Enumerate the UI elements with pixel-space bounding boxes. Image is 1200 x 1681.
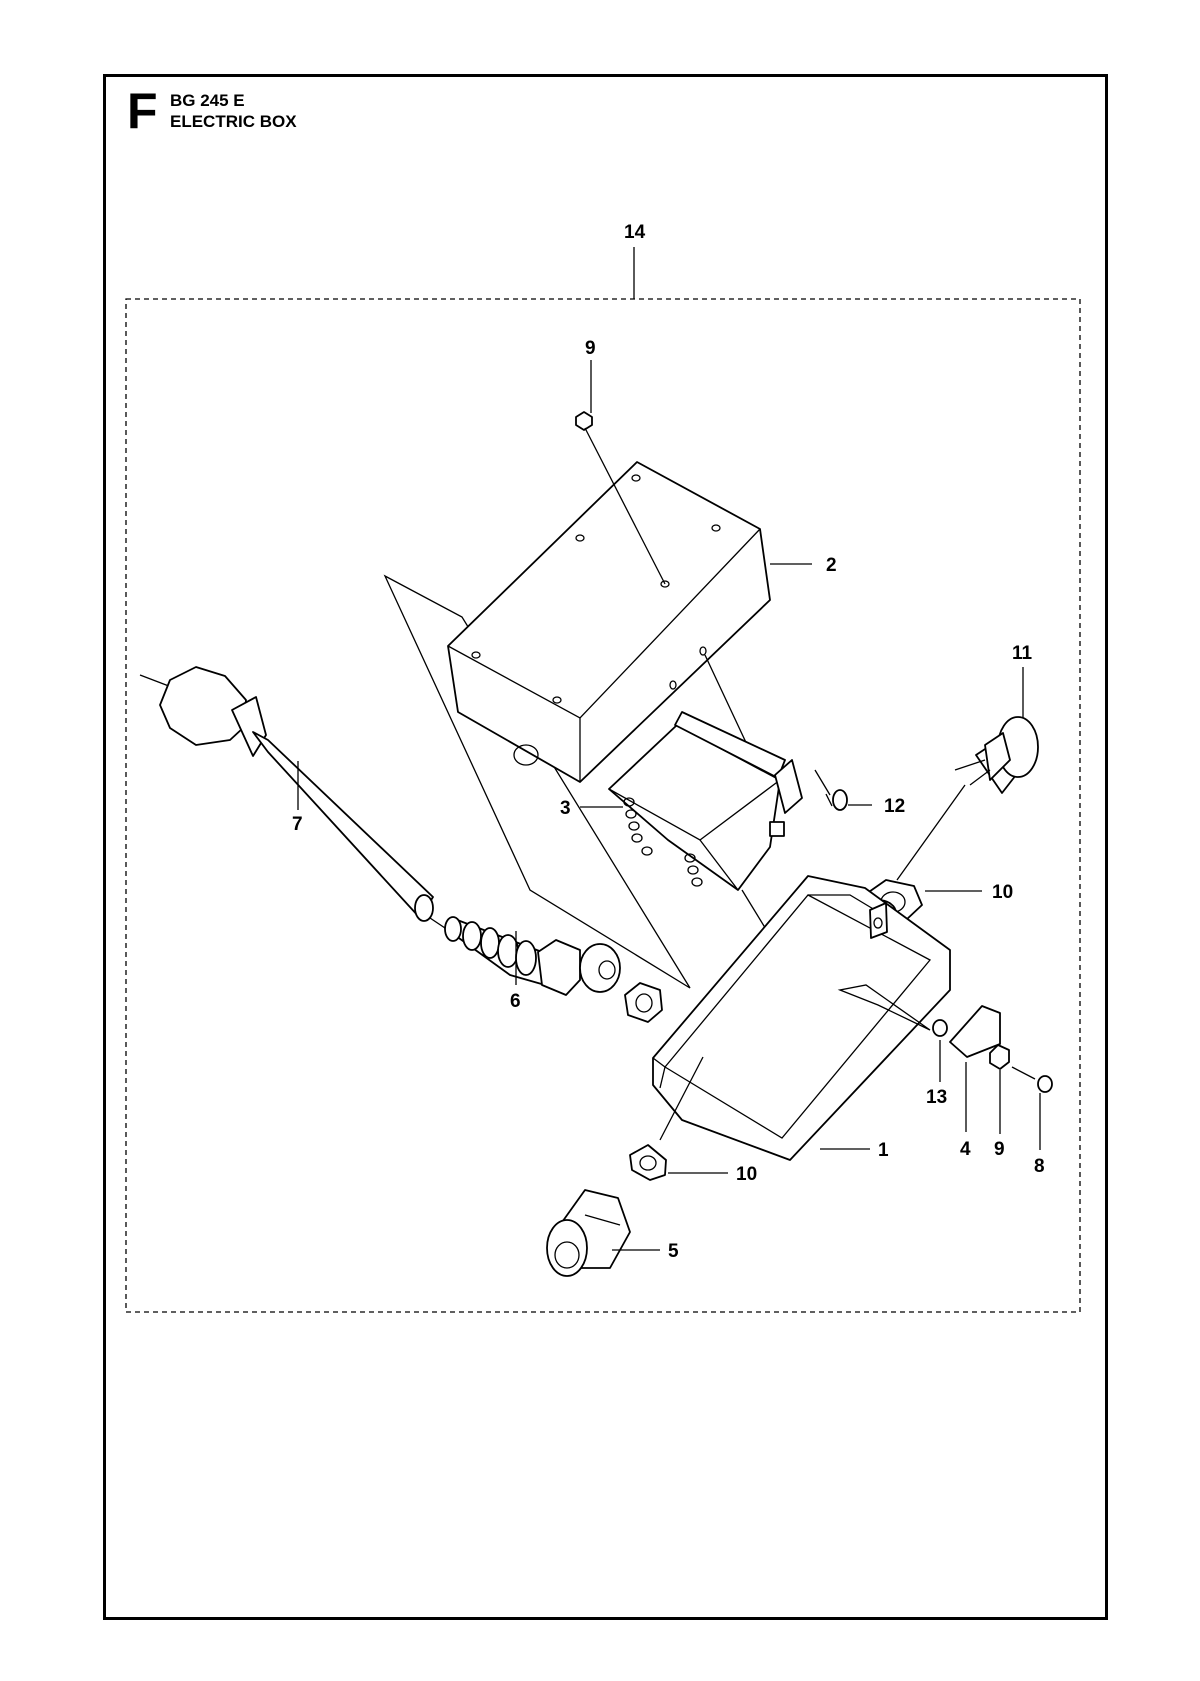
part-7-power-plug [139,666,434,922]
callout-14: 14 [624,222,646,243]
axis-9-top [584,427,666,585]
part-11-socket [954,716,1039,794]
kit-boundary [125,298,1081,1313]
reference-plane [383,574,691,989]
callout-2: 2 [826,555,837,576]
axis-box-center [659,1056,704,1141]
model-name: BG 245 E [170,91,245,110]
title-block: BG 245 E ELECTRIC BOX [170,90,297,132]
callout-10-top: 10 [992,882,1013,903]
part-10-gasket-bottom [629,1144,667,1181]
part-9-nut-top [575,411,593,431]
callout-7: 7 [292,814,303,835]
callout-13: 13 [926,1087,947,1108]
axis-11-socket [896,784,966,881]
callout-4: 4 [960,1139,971,1160]
part-3-transformer [608,711,803,891]
callout-9-side: 9 [994,1139,1005,1160]
callout-1: 1 [878,1140,889,1161]
part-2-cover [447,461,771,783]
part-12-screw [814,769,848,811]
part-5-cable-gland [546,1189,631,1277]
assembly-title: ELECTRIC BOX [170,112,297,131]
callout-3: 3 [560,798,571,819]
callout-11: 11 [1012,643,1033,664]
callout-6: 6 [510,991,521,1012]
callout-12: 12 [884,796,905,817]
callout-10-bottom: 10 [736,1164,757,1185]
callout-5: 5 [668,1241,679,1262]
part-9-nut-side [989,1044,1010,1070]
part-4-bracket [949,1005,1001,1058]
callout-9-top: 9 [585,338,596,359]
part-8-screw [1011,1066,1053,1093]
part-1-box [652,875,951,1161]
callout-8: 8 [1034,1156,1045,1177]
part-6-cable-gland [429,916,663,1023]
part-13-nut [932,1019,948,1037]
page-frame [103,74,1108,1620]
section-letter: F [127,83,158,139]
